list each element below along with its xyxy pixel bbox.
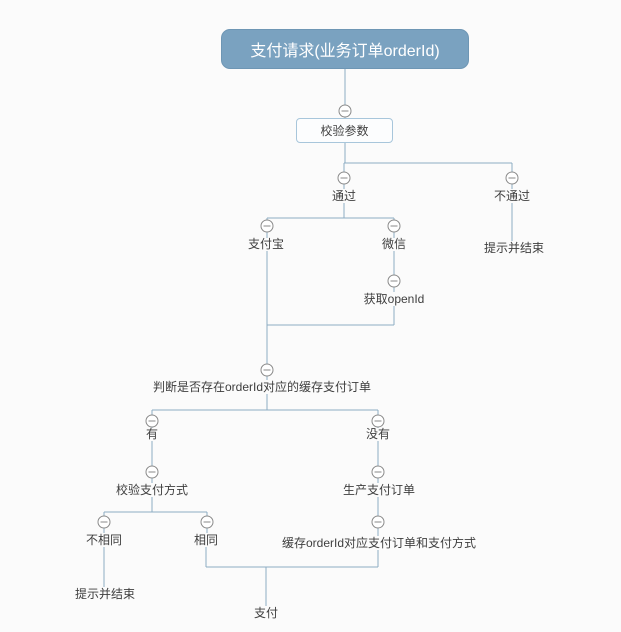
collapse-icon[interactable]: [371, 465, 385, 479]
node-verify-pay-method[interactable]: 校验支付方式: [115, 483, 189, 497]
collapse-icon[interactable]: [145, 414, 159, 428]
collapse-icon[interactable]: [387, 219, 401, 233]
collapse-icon[interactable]: [337, 171, 351, 185]
node-alipay[interactable]: 支付宝: [247, 237, 285, 251]
collapse-icon[interactable]: [387, 274, 401, 288]
node-cache-order[interactable]: 缓存orderId对应支付订单和支付方式: [281, 536, 477, 550]
node-pass[interactable]: 通过: [331, 189, 357, 203]
node-has-not[interactable]: 没有: [365, 427, 391, 441]
node-not-same[interactable]: 不相同: [85, 533, 123, 547]
node-get-openid[interactable]: 获取openId: [363, 292, 425, 306]
node-prompt-and-end-fail[interactable]: 提示并结束: [483, 241, 545, 255]
collapse-icon[interactable]: [260, 219, 274, 233]
collapse-icon[interactable]: [200, 515, 214, 529]
node-payment-request[interactable]: 支付请求(业务订单orderId): [221, 29, 469, 69]
node-check-cached-order[interactable]: 判断是否存在orderId对应的缓存支付订单: [152, 380, 372, 394]
collapse-icon[interactable]: [371, 515, 385, 529]
node-same[interactable]: 相同: [193, 533, 219, 547]
collapse-icon[interactable]: [338, 104, 352, 118]
collapse-icon[interactable]: [97, 515, 111, 529]
node-pay[interactable]: 支付: [253, 606, 279, 620]
node-validate-params[interactable]: 校验参数: [296, 118, 393, 143]
node-fail[interactable]: 不通过: [493, 189, 531, 203]
node-wechat[interactable]: 微信: [381, 237, 407, 251]
collapse-icon[interactable]: [371, 414, 385, 428]
node-prompt-and-end-not-same[interactable]: 提示并结束: [74, 587, 136, 601]
collapse-icon[interactable]: [260, 363, 274, 377]
collapse-icon[interactable]: [505, 171, 519, 185]
node-has[interactable]: 有: [145, 427, 159, 441]
node-create-pay-order[interactable]: 生产支付订单: [342, 483, 416, 497]
collapse-icon[interactable]: [145, 465, 159, 479]
